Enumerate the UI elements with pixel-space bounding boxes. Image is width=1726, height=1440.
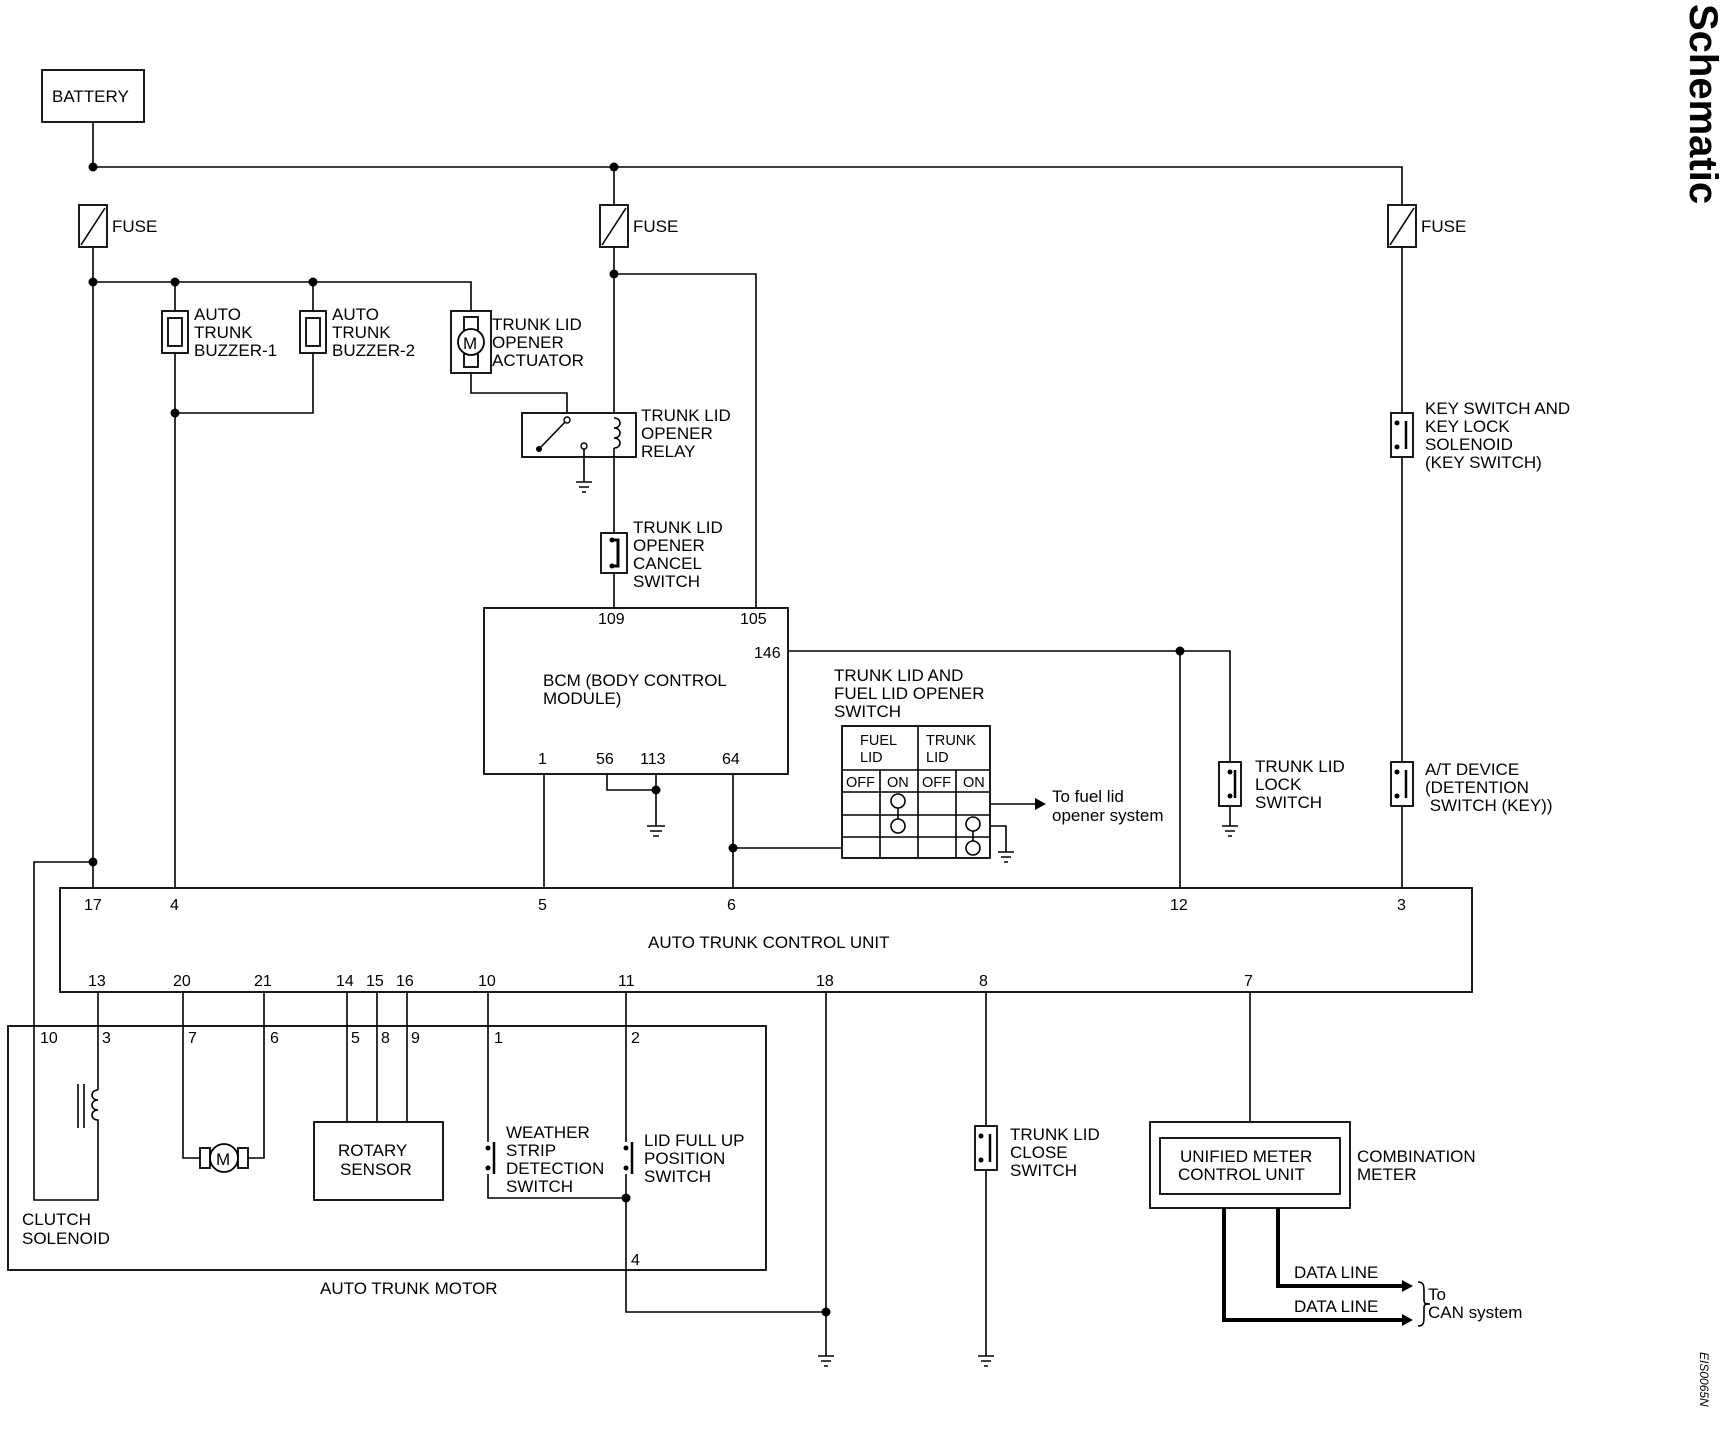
- svg-text:ON: ON: [963, 775, 985, 791]
- svg-text:6: 6: [727, 897, 736, 914]
- svg-text:12: 12: [1170, 897, 1188, 914]
- fuse-3: FUSE: [1387, 204, 1466, 248]
- svg-text:LID: LID: [860, 750, 883, 766]
- svg-text:FUSE: FUSE: [112, 217, 157, 236]
- svg-text:A/T DEVICE(DETENTION SWITCH (K: A/T DEVICE(DETENTION SWITCH (KEY)): [1425, 760, 1553, 815]
- svg-text:5: 5: [351, 1030, 360, 1047]
- svg-text:FUSE: FUSE: [633, 217, 678, 236]
- svg-text:109: 109: [598, 611, 625, 628]
- svg-text:DATA LINE: DATA LINE: [1294, 1297, 1378, 1316]
- svg-text:FUEL: FUEL: [860, 733, 897, 749]
- svg-text:BATTERY: BATTERY: [52, 87, 129, 106]
- supply-bus: [92, 122, 1403, 205]
- svg-text:14: 14: [336, 973, 354, 990]
- svg-text:1: 1: [494, 1030, 503, 1047]
- svg-text:M: M: [216, 1150, 230, 1169]
- battery: BATTERY: [41, 69, 145, 123]
- svg-text:4: 4: [631, 1252, 640, 1269]
- fuse-2: FUSE: [599, 204, 678, 248]
- svg-text:8: 8: [381, 1030, 390, 1047]
- svg-text:18: 18: [816, 973, 834, 990]
- svg-text:9: 9: [411, 1030, 420, 1047]
- svg-text:16: 16: [396, 973, 414, 990]
- svg-text:13: 13: [88, 973, 106, 990]
- svg-text:TRUNK: TRUNK: [926, 733, 976, 749]
- svg-text:4: 4: [170, 897, 179, 914]
- svg-text:5: 5: [538, 897, 547, 914]
- svg-text:AUTO TRUNK CONTROL UNIT: AUTO TRUNK CONTROL UNIT: [648, 933, 889, 952]
- svg-text:11: 11: [618, 973, 635, 990]
- svg-text:15: 15: [366, 973, 384, 990]
- doc-code: EIS0065N: [1697, 1352, 1711, 1407]
- svg-text:7: 7: [188, 1030, 197, 1047]
- auto-trunk-motor: 10 3 7 6 5 8 9 1 2 4 AUTO TRUNK MOTOR: [7, 1025, 767, 1298]
- svg-text:ON: ON: [887, 775, 909, 791]
- svg-text:21: 21: [254, 973, 272, 990]
- svg-text:17: 17: [84, 897, 102, 914]
- svg-text:3: 3: [102, 1030, 111, 1047]
- motor-m-icon: M: [182, 992, 265, 1173]
- svg-text:FUSE: FUSE: [1421, 217, 1466, 236]
- svg-text:7: 7: [1244, 973, 1253, 990]
- svg-text:2: 2: [631, 1030, 640, 1047]
- svg-text:DATA LINE: DATA LINE: [1294, 1263, 1378, 1282]
- svg-text:3: 3: [1397, 897, 1406, 914]
- svg-text:10: 10: [40, 1030, 58, 1047]
- svg-text:AUTO TRUNK MOTOR: AUTO TRUNK MOTOR: [320, 1279, 498, 1298]
- svg-text:OFF: OFF: [922, 775, 951, 791]
- svg-text:56: 56: [596, 751, 614, 768]
- svg-text:146: 146: [754, 645, 781, 662]
- fuse-1: FUSE: [78, 204, 157, 248]
- svg-text:105: 105: [740, 611, 767, 628]
- svg-text:20: 20: [173, 973, 191, 990]
- svg-text:1: 1: [538, 751, 547, 768]
- svg-text:OFF: OFF: [846, 775, 875, 791]
- svg-text:LID: LID: [926, 750, 949, 766]
- svg-text:M: M: [463, 334, 477, 353]
- svg-text:64: 64: [722, 751, 740, 768]
- svg-text:8: 8: [979, 973, 988, 990]
- at-device-detention-switch: A/T DEVICE(DETENTION SWITCH (KEY)): [1390, 760, 1553, 815]
- svg-text:6: 6: [270, 1030, 279, 1047]
- side-title: Schematic: [1681, 4, 1725, 204]
- svg-text:113: 113: [640, 751, 666, 768]
- auto-trunk-control-unit: 17 4 5 6 12 3 AUTO TRUNK CONTROL UNIT 13…: [59, 887, 1473, 993]
- svg-text:10: 10: [478, 973, 496, 990]
